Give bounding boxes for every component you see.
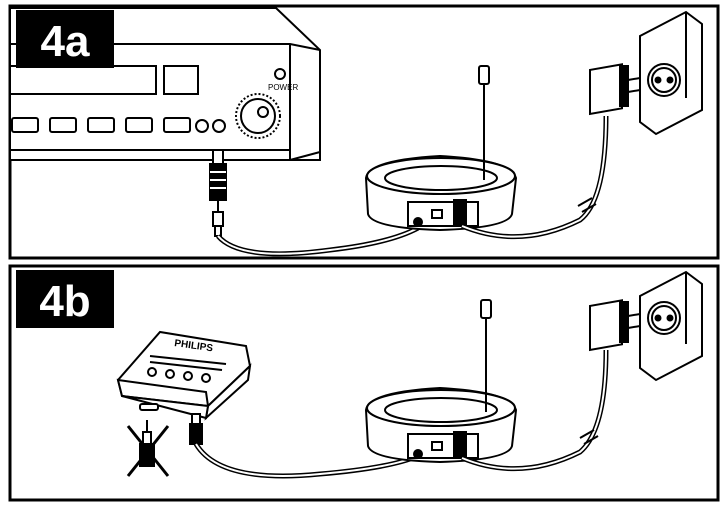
power-adapter-4b	[589, 299, 641, 352]
cable-break-4b	[579, 429, 599, 445]
panel-4a: POWER	[8, 4, 720, 260]
power-adapter-4a	[589, 63, 641, 116]
headphone-plug-crossed	[126, 420, 170, 477]
panel-4b-frame	[8, 264, 720, 502]
transmitter-4a	[364, 65, 518, 232]
panel-4b: PHILIPS	[8, 264, 720, 502]
stereo-receiver	[9, 7, 321, 161]
wall-socket-4a	[639, 10, 703, 136]
audio-plug-receiver	[209, 149, 227, 201]
audio-plug-cd	[189, 413, 203, 445]
cable-break-4a	[577, 197, 597, 213]
portable-cd-player	[116, 330, 252, 421]
transmitter-4b	[364, 299, 518, 464]
power-label: POWER	[268, 83, 298, 92]
panel-4a-tag: 4a	[16, 10, 114, 68]
panel-4b-label: 4b	[39, 277, 90, 326]
brand-label: PHILIPS	[174, 338, 214, 354]
wall-socket-4b	[639, 270, 703, 382]
panel-4a-label: 4a	[41, 17, 90, 66]
panel-4b-tag: 4b	[16, 270, 114, 328]
